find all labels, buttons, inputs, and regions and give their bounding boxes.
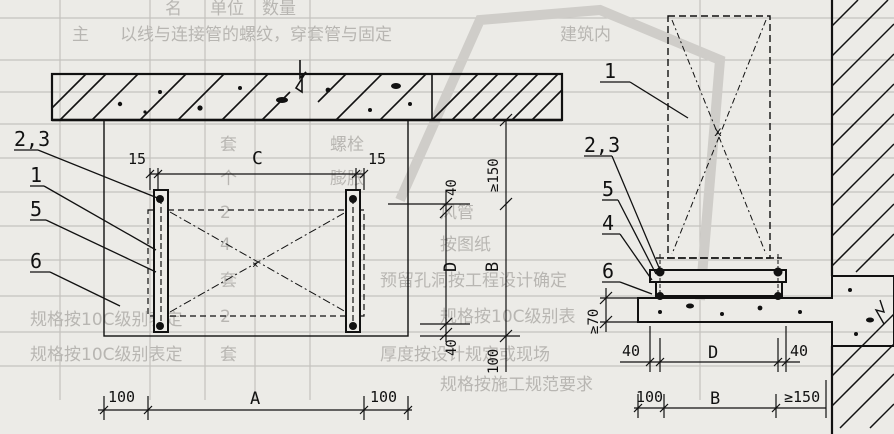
bg-row-5-cell: 2 [220, 307, 231, 327]
callout-5-left: 5 [30, 197, 42, 221]
dim-100-bottom-left: 100 [108, 388, 135, 406]
svg-text:×: × [252, 258, 259, 271]
callout-4-right: 4 [602, 211, 614, 235]
dim-40-bottom: 40 [444, 339, 460, 356]
left-bracket [153, 189, 169, 333]
bg-bottom-left: 规格按10C级别表定 [30, 310, 183, 330]
fan-center-mark: x [714, 125, 722, 140]
dim-40-right-right: 40 [790, 342, 808, 360]
right-view: x 1 2,3 5 4 6 ≥70 [584, 0, 894, 434]
right-left-dimension [599, 288, 640, 332]
bg-row-6: 规格按10C级别表定 [30, 345, 183, 365]
right-callout-leaders [584, 81, 689, 295]
left-callout-leaders [14, 149, 161, 307]
dim-150-right: ≥150 [784, 388, 820, 406]
ceiling-slab [50, 60, 564, 122]
bg-row-5: 规格按10C级别表 [440, 307, 576, 327]
dim-100-right: 100 [636, 388, 663, 406]
callout-6-right: 6 [602, 259, 614, 283]
bg-row-3: 按图纸 [440, 235, 491, 255]
callout-5-right: 5 [602, 177, 614, 201]
callout-6-left: 6 [30, 249, 42, 273]
bg-row-6-cell: 套 [220, 345, 237, 365]
bg-row1: 以线与连接管的螺纹，穿套管与固定 [120, 25, 392, 45]
base-plate [649, 254, 787, 302]
bg-cell-2: 单位 [210, 0, 244, 19]
callout-1-left: 1 [30, 163, 42, 187]
left-bottom-dimension [98, 396, 413, 420]
callout-1-right: 1 [604, 59, 616, 83]
side-wall [830, 0, 894, 434]
dim-150-left: ≥150 [486, 158, 502, 192]
bg-row-1-cell: 个 [220, 169, 237, 189]
bg-cell-3: 数量 [262, 0, 296, 19]
dim-D: D [441, 262, 461, 272]
bg-row-3-cell: 4 [220, 235, 231, 255]
background-table: 主 名 单位 数量 以线与连接管的螺纹，穿套管与固定 建筑内 螺栓 套 膨胀 个… [0, 0, 894, 400]
dim-100-right: 100 [486, 349, 502, 374]
bg-row-2-cell: 2 [220, 203, 231, 223]
left-top-dimension [145, 168, 369, 190]
bg-row-2: 风管 [440, 203, 474, 223]
callout-2-3-right: 2,3 [584, 133, 620, 157]
fan-unit-plan: × [147, 209, 365, 317]
dim-D-right: D [708, 343, 718, 363]
dim-B-right: B [710, 389, 720, 409]
right-bracket [345, 189, 361, 333]
fan-unit-elevation [667, 15, 771, 259]
callout-2-3-left: 2,3 [14, 127, 50, 151]
left-view: × 15 C 15 [14, 60, 564, 420]
bg-row-1: 膨胀 [330, 169, 364, 189]
dim-70: ≥70 [586, 309, 602, 334]
bg-cell-0: 主 [72, 25, 89, 45]
ceiling-opening [103, 119, 409, 337]
left-right-dimension [388, 113, 520, 372]
bg-row-0-cell: 套 [220, 135, 237, 155]
dim-A: A [250, 389, 260, 409]
dim-100-bottom-right: 100 [370, 388, 397, 406]
bg-row-4-cell: 套 [220, 271, 237, 291]
bg-cell-1: 名 [165, 0, 182, 19]
dim-15-left: 15 [128, 150, 146, 168]
dim-15-right: 15 [368, 150, 386, 168]
bg-row1-right: 建筑内 [560, 25, 611, 45]
floor-slab [637, 275, 894, 347]
dim-40-right-left: 40 [622, 342, 640, 360]
dim-40-top: 40 [444, 179, 460, 196]
right-bottom-dimension-2 [633, 380, 827, 418]
dim-C: C [252, 148, 263, 169]
dim-B-left: B [483, 262, 503, 272]
bg-row-0: 螺栓 [330, 135, 364, 155]
bg-bottom-mid: 厚度按设计规定或现场 [380, 345, 550, 365]
right-bottom-dimension-1 [620, 326, 800, 372]
bg-row-4: 预留孔洞按工程设计确定 [380, 271, 567, 291]
bg-bottom-right: 规格按施工规范要求 [440, 375, 593, 395]
